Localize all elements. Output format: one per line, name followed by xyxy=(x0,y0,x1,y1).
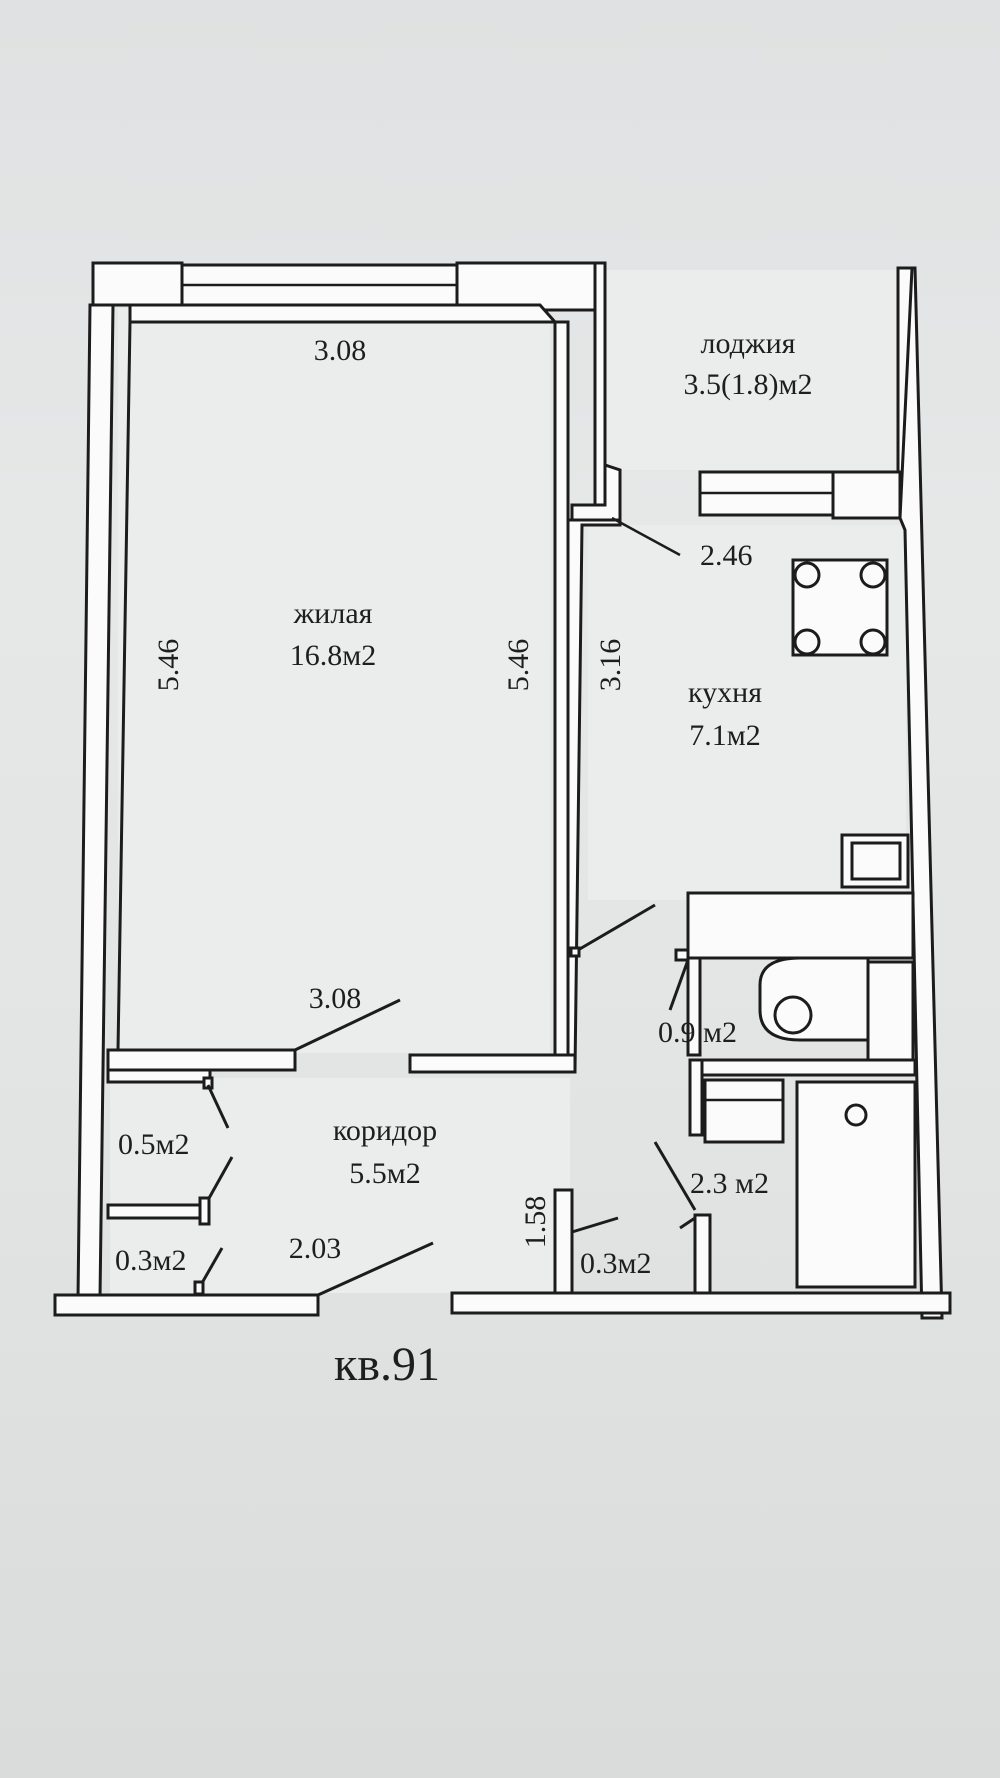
toilet-bowl xyxy=(758,956,915,1074)
dim-corridor-bottom: 2.03 xyxy=(289,1232,342,1265)
apartment-label: кв.91 xyxy=(334,1338,440,1391)
wall-toilet-left xyxy=(686,956,702,1057)
wall-bottom-right xyxy=(450,1291,952,1315)
closet-upper-door-leaf xyxy=(206,1084,230,1129)
kitchen-area: 7.1м2 xyxy=(689,719,760,752)
living-room-name: жилая xyxy=(293,597,373,630)
wall-right-outer xyxy=(898,266,944,1320)
corridor-name: коридор xyxy=(333,1114,437,1147)
closet-lower-hinge xyxy=(193,1280,205,1296)
kitchen-name: кухня xyxy=(688,676,762,709)
dim-living-right: 5.46 xyxy=(502,639,535,692)
loggia-floor xyxy=(605,270,900,470)
bathtub xyxy=(795,1080,917,1289)
closet-lower-area: 0.3м2 xyxy=(115,1244,186,1277)
bathtub-drain xyxy=(844,1103,868,1127)
kitchen-counter xyxy=(686,891,915,960)
wall-toilet-bathroom xyxy=(688,1058,917,1077)
kitchen-door-leaf xyxy=(577,903,656,952)
wall-loggia-right-stub xyxy=(831,470,902,520)
storage-area: 0.3м2 xyxy=(580,1247,651,1280)
wall-bottom-left xyxy=(53,1293,320,1317)
living-door-leaf xyxy=(294,998,401,1052)
wall-living-top xyxy=(128,303,559,324)
dim-kitchen-top: 2.46 xyxy=(700,539,753,572)
wall-storage-right xyxy=(693,1213,712,1297)
toilet-area: 0.9 м2 xyxy=(658,1016,737,1049)
kitchen-top-dim-line xyxy=(611,516,681,557)
closet-middle-hinge xyxy=(198,1196,211,1226)
dining-table xyxy=(791,558,889,657)
entrance-door-leaf xyxy=(317,1241,434,1297)
closet-upper-area: 0.5м2 xyxy=(118,1128,189,1161)
storage-door-leaf xyxy=(571,1216,619,1234)
loggia-area: 3.5(1.8)м2 xyxy=(684,368,813,401)
dim-living-top: 3.08 xyxy=(314,334,367,367)
bathroom-door-leaf-2 xyxy=(679,1216,696,1230)
corridor-floor xyxy=(110,1078,570,1293)
bathroom-door-leaf xyxy=(653,1141,697,1211)
dim-kitchen-left: 3.16 xyxy=(594,639,627,692)
wall-closet-middle xyxy=(106,1203,207,1220)
wall-storage-left xyxy=(553,1188,574,1310)
living-room-floor xyxy=(118,308,550,1053)
wall-living-bottom-right xyxy=(408,1053,577,1074)
toilet-door-jamb xyxy=(674,948,690,962)
bathroom-area: 2.3 м2 xyxy=(690,1167,769,1200)
living-room-area: 16.8м2 xyxy=(290,639,376,672)
wall-top-left-stub xyxy=(91,261,184,307)
wall-living-left-inner xyxy=(116,321,132,1051)
dim-living-left: 5.46 xyxy=(152,639,185,692)
wall-bathroom-left xyxy=(688,1058,704,1137)
dim-corridor-right: 1.58 xyxy=(519,1196,552,1249)
loggia-name: лоджия xyxy=(701,327,796,360)
corridor-area: 5.5м2 xyxy=(349,1157,420,1190)
kitchen-door-hinge xyxy=(569,946,581,958)
toilet-door-leaf xyxy=(668,959,690,1011)
closet-middle-door-leaf xyxy=(206,1156,234,1201)
wall-left-outer xyxy=(76,303,115,1300)
washing-machine xyxy=(703,1078,785,1144)
wall-top-middle xyxy=(455,261,597,312)
dim-living-bottom: 3.08 xyxy=(309,982,362,1015)
stove xyxy=(840,833,910,889)
wall-closet-top xyxy=(106,1068,212,1084)
wall-living-bottom-left xyxy=(106,1048,297,1072)
